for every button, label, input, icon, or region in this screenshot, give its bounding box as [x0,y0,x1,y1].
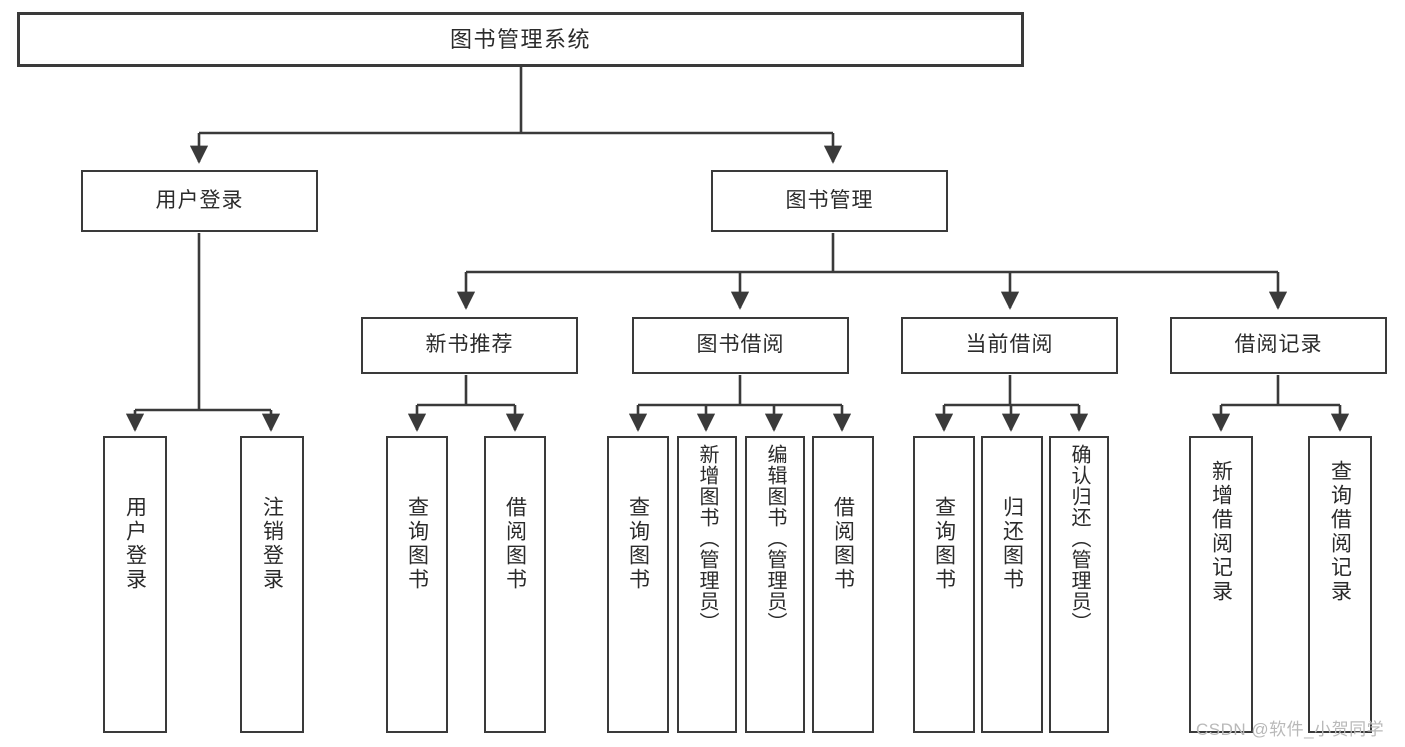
node-root[interactable]: 图书管理系统 [17,12,1024,67]
node-new-book-recommend[interactable]: 新书推荐 [361,317,578,374]
leaf-query-book-3[interactable]: 查询图书 [913,436,975,733]
leaf-borrow-book-2[interactable]: 借阅图书 [812,436,874,733]
leaf-query-book-2-label: 查询图书 [626,496,650,592]
csdn-watermark: CSDN @软件_小贺同学 [1196,720,1385,739]
leaf-query-book-2[interactable]: 查询图书 [607,436,669,733]
leaf-user-login[interactable]: 用户登录 [103,436,167,733]
node-user-login-label: 用户登录 [155,188,244,212]
leaf-borrow-book-1-label: 借阅图书 [503,496,527,592]
node-borrow-record-label: 借阅记录 [1234,333,1323,357]
leaf-borrow-book-2-label: 借阅图书 [831,496,855,592]
leaf-add-book[interactable]: 新增图书（管理员） [677,436,737,733]
node-new-book-recommend-label: 新书推荐 [425,333,514,357]
leaf-edit-book[interactable]: 编辑图书（管理员） [745,436,805,733]
node-current-borrow-label: 当前借阅 [965,333,1054,357]
node-root-label: 图书管理系统 [449,26,591,52]
leaf-query-book-3-label: 查询图书 [932,496,956,592]
leaf-user-login-label: 用户登录 [123,496,147,592]
leaf-query-book-1-label: 查询图书 [405,496,429,592]
leaf-edit-book-label: 编辑图书（管理员） [764,444,786,633]
leaf-logout[interactable]: 注销登录 [240,436,304,733]
node-current-borrow[interactable]: 当前借阅 [901,317,1118,374]
leaf-borrow-book-1[interactable]: 借阅图书 [484,436,546,733]
leaf-confirm-return-label: 确认归还（管理员） [1068,444,1090,633]
node-book-borrow[interactable]: 图书借阅 [632,317,849,374]
leaf-add-record-label: 新增借阅记录 [1209,460,1233,604]
leaf-query-book-1[interactable]: 查询图书 [386,436,448,733]
node-borrow-record[interactable]: 借阅记录 [1170,317,1387,374]
leaf-logout-label: 注销登录 [260,496,284,592]
leaf-return-book[interactable]: 归还图书 [981,436,1043,733]
node-book-manage-label: 图书管理 [785,188,874,212]
leaf-add-record[interactable]: 新增借阅记录 [1189,436,1253,733]
node-user-login[interactable]: 用户登录 [81,170,318,232]
node-book-borrow-label: 图书借阅 [696,333,785,357]
leaf-confirm-return[interactable]: 确认归还（管理员） [1049,436,1109,733]
leaf-query-record[interactable]: 查询借阅记录 [1308,436,1372,733]
leaf-query-record-label: 查询借阅记录 [1328,460,1352,604]
leaf-add-book-label: 新增图书（管理员） [696,444,718,633]
leaf-return-book-label: 归还图书 [1000,496,1024,592]
node-book-manage[interactable]: 图书管理 [711,170,948,232]
